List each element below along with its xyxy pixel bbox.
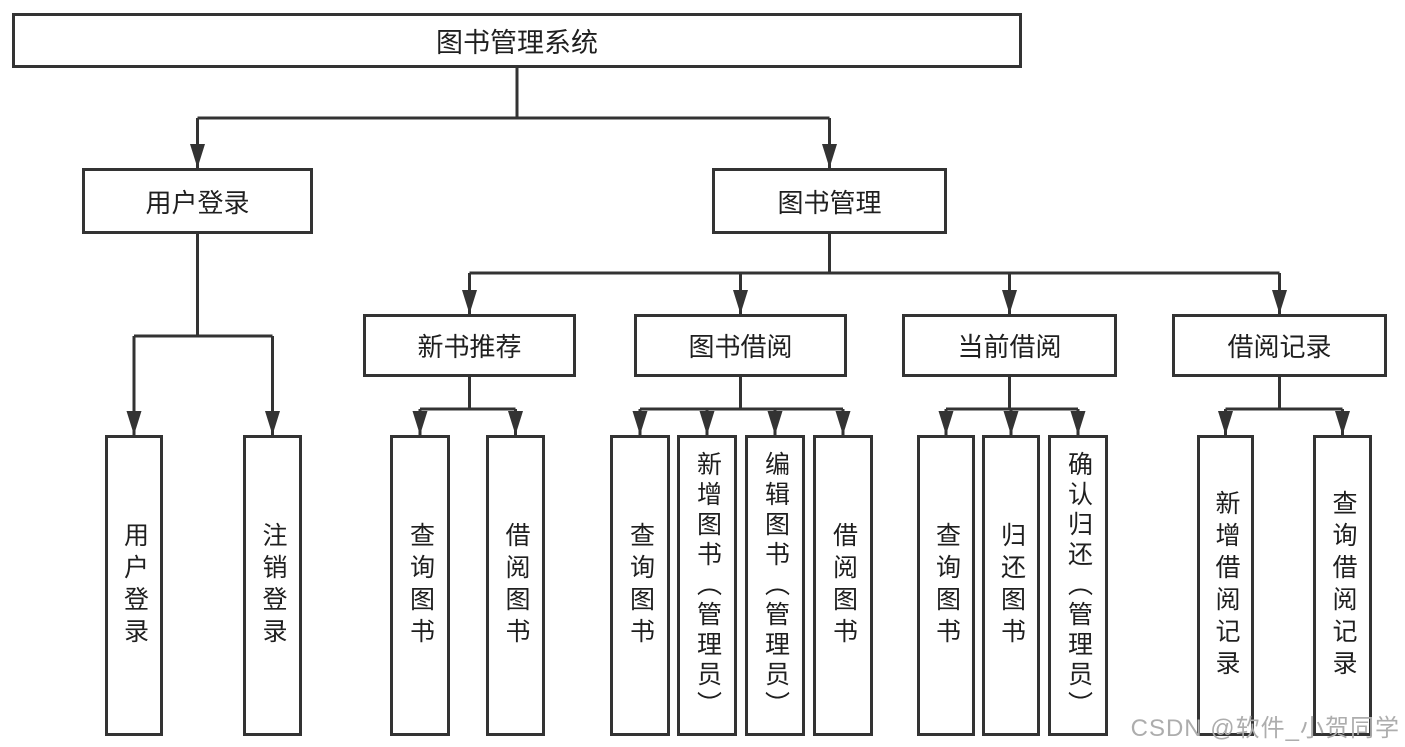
leaf-label: 确认归还（管理员） <box>1064 450 1093 721</box>
connector-current-borrowing-to-leaves <box>938 377 1086 435</box>
leaf-edit-books-admin: 编辑图书（管理员） <box>745 435 805 736</box>
leaf-label: 借阅图书 <box>829 521 858 650</box>
leaf-confirm-return-admin: 确认归还（管理员） <box>1048 435 1108 736</box>
node-borrowing-records: 借阅记录 <box>1172 314 1387 377</box>
leaf-label: 查询图书 <box>406 521 435 650</box>
leaf-label: 借阅图书 <box>502 521 530 650</box>
leaf-label: 新增借阅记录 <box>1212 489 1240 682</box>
connector-book-borrowing-to-leaves <box>632 377 851 435</box>
leaf-label: 编辑图书（管理员） <box>761 450 790 721</box>
leaf-label: 注销登录 <box>259 521 287 650</box>
leaf-query-borrow-record: 查询借阅记录 <box>1313 435 1372 736</box>
leaf-add-borrow-record: 新增借阅记录 <box>1197 435 1254 736</box>
connector-new-book-recommend-to-leaves <box>412 377 523 435</box>
leaf-label: 归还图书 <box>997 521 1026 650</box>
node-book-management: 图书管理 <box>712 168 947 234</box>
leaf-return-books: 归还图书 <box>982 435 1040 736</box>
connector-root-to-level2 <box>190 68 837 168</box>
node-user-login: 用户登录 <box>82 168 313 234</box>
leaf-logout-func: 注销登录 <box>243 435 302 736</box>
watermark: CSDN @软件_小贺同学 <box>1130 715 1400 742</box>
leaf-query-books-current: 查询图书 <box>917 435 975 736</box>
connector-borrowing-records-to-leaves <box>1218 377 1350 435</box>
leaf-label: 查询图书 <box>932 521 961 650</box>
node-current-borrowing: 当前借阅 <box>902 314 1117 377</box>
leaf-label: 新增图书（管理员） <box>693 450 722 721</box>
node-book-borrowing: 图书借阅 <box>634 314 847 377</box>
leaf-label: 查询借阅记录 <box>1329 489 1357 682</box>
leaf-query-books-borrowing: 查询图书 <box>610 435 670 736</box>
leaf-user-login-func: 用户登录 <box>105 435 163 736</box>
leaf-label: 查询图书 <box>626 521 655 650</box>
connector-book-management-to-level3 <box>462 234 1287 314</box>
connector-user-login-to-leaves <box>126 234 280 435</box>
leaf-label: 用户登录 <box>120 521 149 650</box>
leaf-borrow-books-recommend: 借阅图书 <box>486 435 545 736</box>
node-new-book-recommend: 新书推荐 <box>363 314 576 377</box>
leaf-add-books-admin: 新增图书（管理员） <box>677 435 737 736</box>
node-root: 图书管理系统 <box>12 13 1022 68</box>
leaf-query-books-recommend: 查询图书 <box>390 435 450 736</box>
leaf-borrow-books-borrowing: 借阅图书 <box>813 435 873 736</box>
